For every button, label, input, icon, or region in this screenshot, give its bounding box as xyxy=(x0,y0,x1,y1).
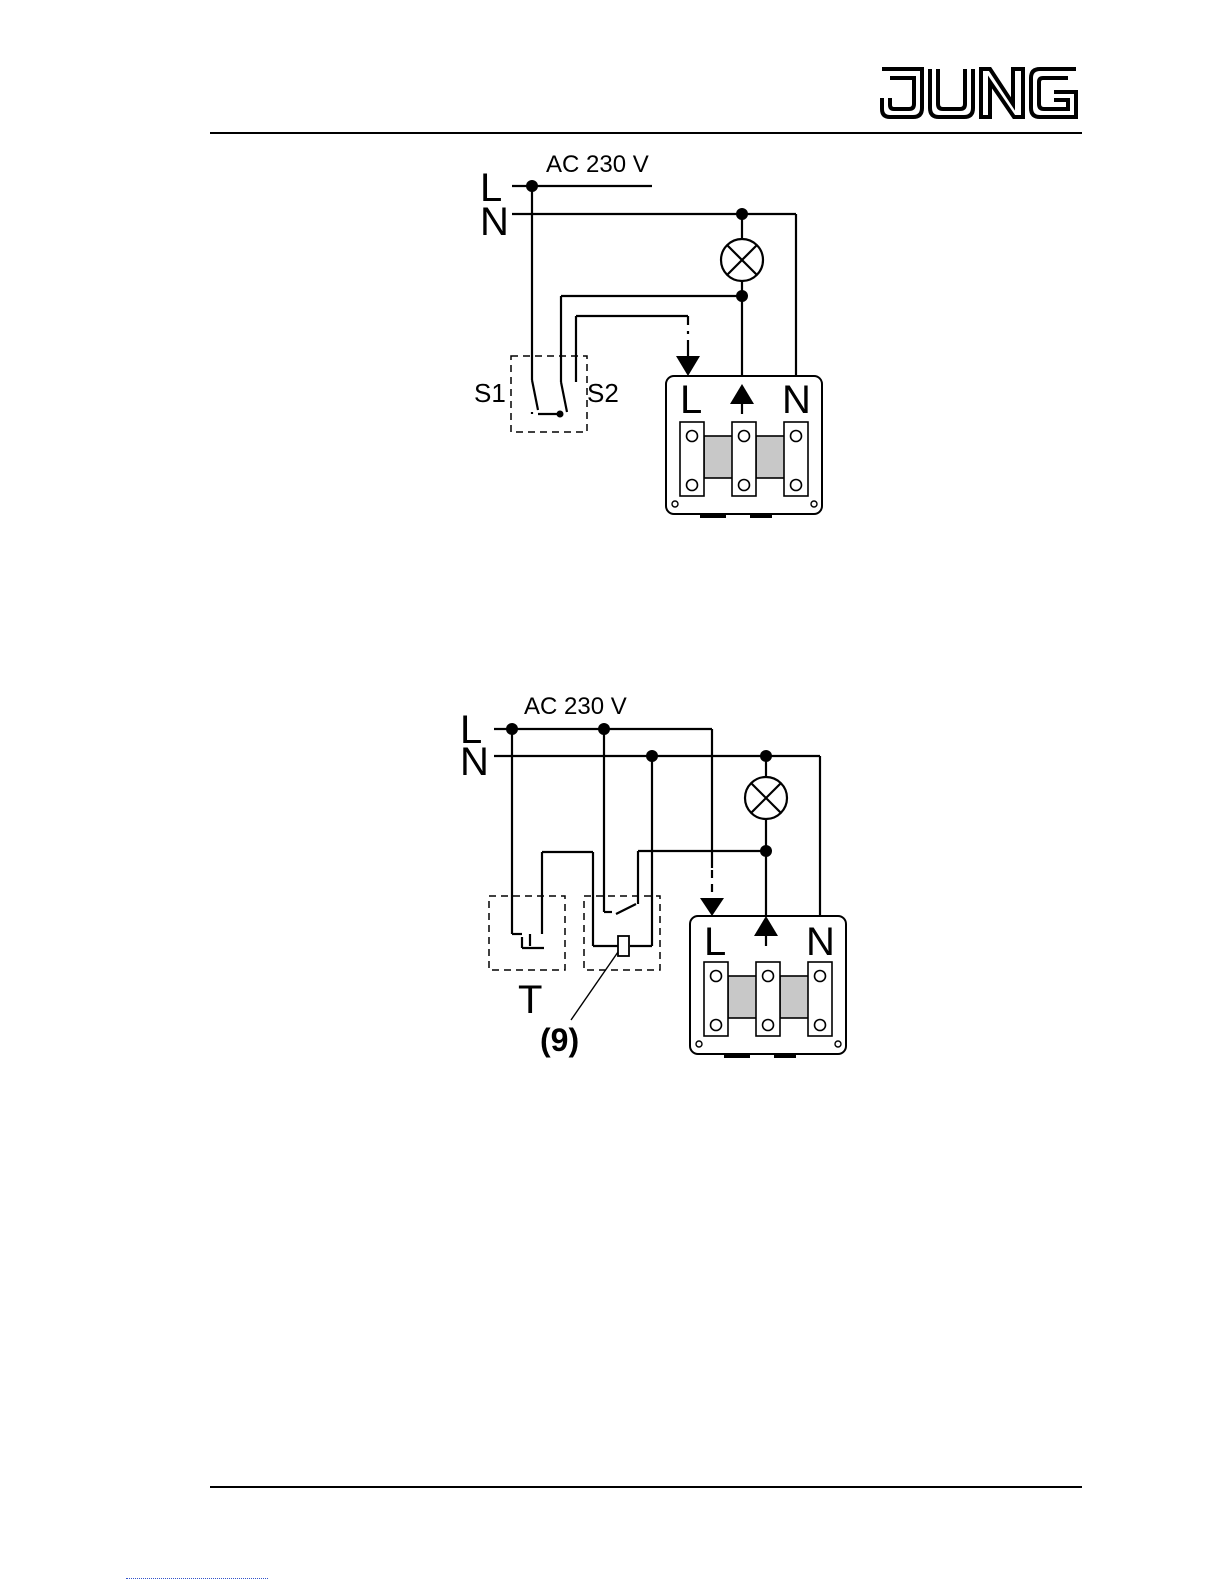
pushbutton-t-label: T xyxy=(518,980,542,1020)
wiring-diagram-pushbutton: AC 230 V L N T (9) L N xyxy=(316,690,976,1066)
header-rule xyxy=(210,132,1082,134)
switch-s2-label: S2 xyxy=(587,380,619,406)
footer-rule xyxy=(210,1486,1082,1488)
wiring-diagram-series-switch: AC 230 V L N S1 S2 L N xyxy=(306,150,978,522)
terminal-l-label: L xyxy=(704,922,726,962)
neutral-label: N xyxy=(480,202,509,242)
supply-voltage-label: AC 230 V xyxy=(546,153,649,177)
terminal-n-label: N xyxy=(782,380,811,420)
jung-logo xyxy=(878,64,1082,122)
terminal-n-label: N xyxy=(806,922,835,962)
terminal-l-label: L xyxy=(680,380,702,420)
callout-9-label: (9) xyxy=(540,1024,579,1056)
footer-link-underline xyxy=(126,1578,268,1579)
neutral-label: N xyxy=(460,742,489,782)
switch-s1-label: S1 xyxy=(474,380,506,406)
supply-voltage-label: AC 230 V xyxy=(524,695,627,719)
